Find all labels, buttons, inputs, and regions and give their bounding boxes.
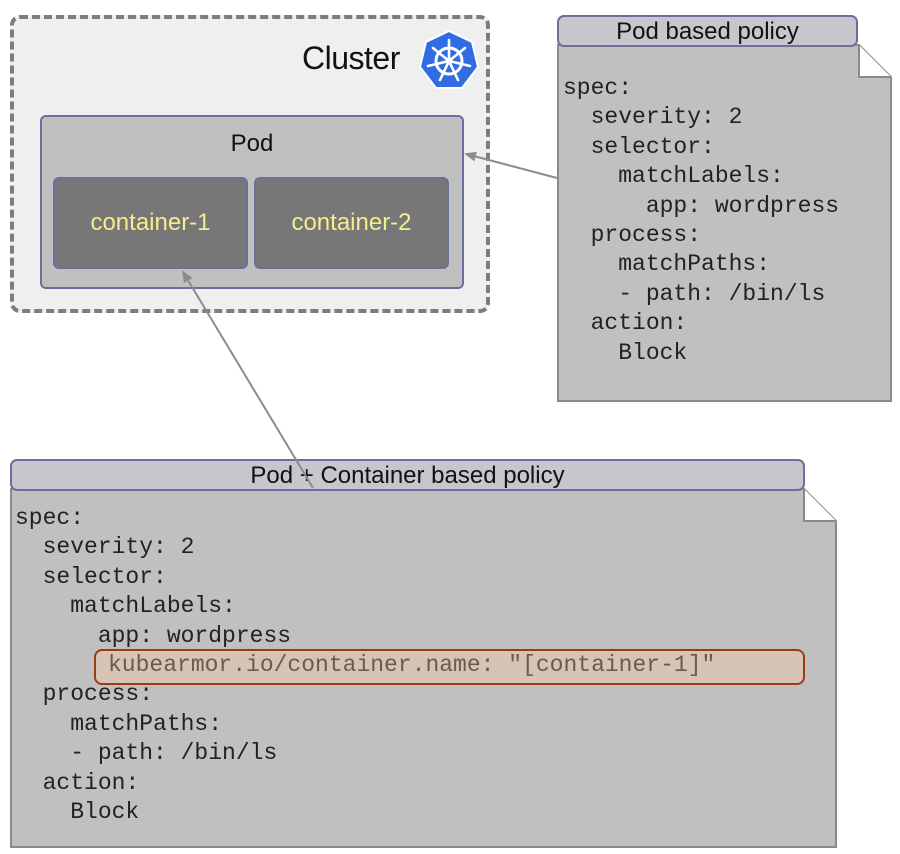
pod-label: Pod [230,130,274,157]
code-line-spacer [15,651,291,680]
kubernetes-helm-icon [418,29,480,89]
pod-policy-code: spec: severity: 2 selector: matchLabels:… [563,74,839,368]
code-line: matchPaths: [15,710,223,737]
code-line: spec: [15,505,85,531]
code-line: Block [563,339,688,366]
container-2-label: container-2 [291,209,412,236]
code-line: - path: /bin/ls [563,280,826,307]
code-line: selector: [563,133,715,160]
code-line: severity: 2 [563,104,743,131]
code-line: process: [563,222,702,249]
pod-policy-title: Pod based policy [557,15,858,47]
code-line: process: [15,681,154,708]
code-line: spec: [563,75,633,101]
container-2-box: container-2 [254,177,449,269]
code-line: app: wordpress [15,622,292,649]
container-name-selector-line: kubearmor.io/container.name: "[container… [108,652,716,678]
code-line: matchPaths: [563,251,771,278]
container-1-box: container-1 [53,177,248,269]
code-line: action: [15,769,140,796]
container-1-label: container-1 [90,209,211,236]
code-line: matchLabels: [563,163,784,190]
code-line: matchLabels: [15,593,236,620]
code-line: action: [563,310,688,337]
container-name-highlight [94,649,805,685]
code-line: Block [15,799,140,826]
container-policy-title: Pod + Container based policy [10,459,805,491]
code-line: app: wordpress [563,192,840,219]
code-line: severity: 2 [15,534,195,561]
code-line: selector: [15,563,167,590]
container-policy-code: spec: severity: 2 selector: matchLabels:… [15,504,291,827]
code-line: - path: /bin/ls [15,740,278,767]
cluster-label: Cluster [302,40,400,76]
